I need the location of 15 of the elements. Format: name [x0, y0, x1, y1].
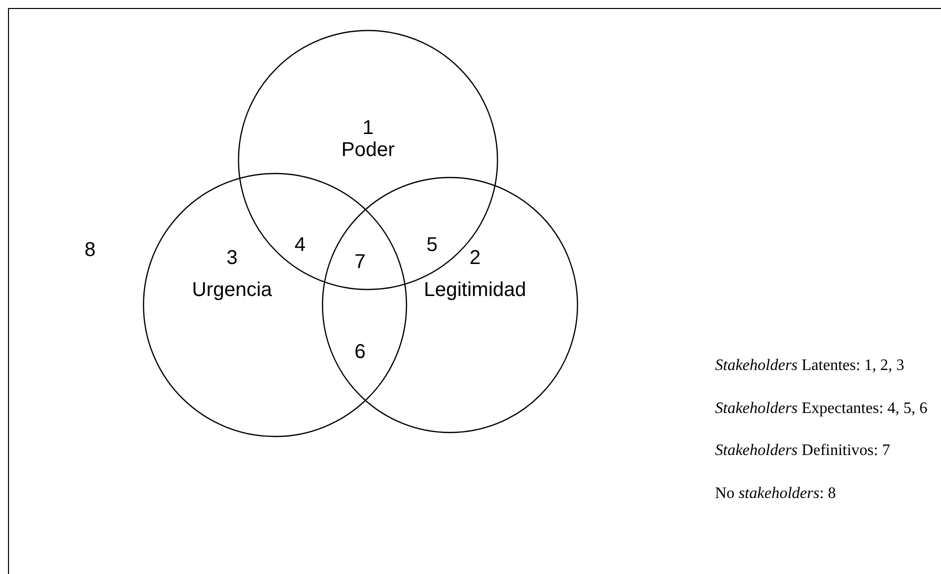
key-text: Stakeholders Definitivos: 7 — [715, 443, 890, 459]
region-number: 4 — [294, 235, 306, 255]
region-number: 7 — [354, 252, 366, 272]
region-number: 1 — [362, 118, 374, 138]
region-number: 8 — [84, 240, 96, 260]
key-text: No stakeholders: 8 — [715, 486, 836, 502]
key-text: Stakeholders Latentes: 1, 2, 3 — [715, 358, 904, 374]
region-number: 6 — [354, 342, 366, 362]
region-number: 3 — [226, 248, 238, 268]
set-label: Legitimidad — [424, 280, 526, 300]
set-label: Poder — [341, 140, 395, 160]
region-number: 5 — [426, 235, 438, 255]
key-text: Stakeholders Expectantes: 4, 5, 6 — [715, 401, 928, 417]
set-label: Urgencia — [192, 280, 272, 300]
region-number: 2 — [469, 248, 481, 268]
